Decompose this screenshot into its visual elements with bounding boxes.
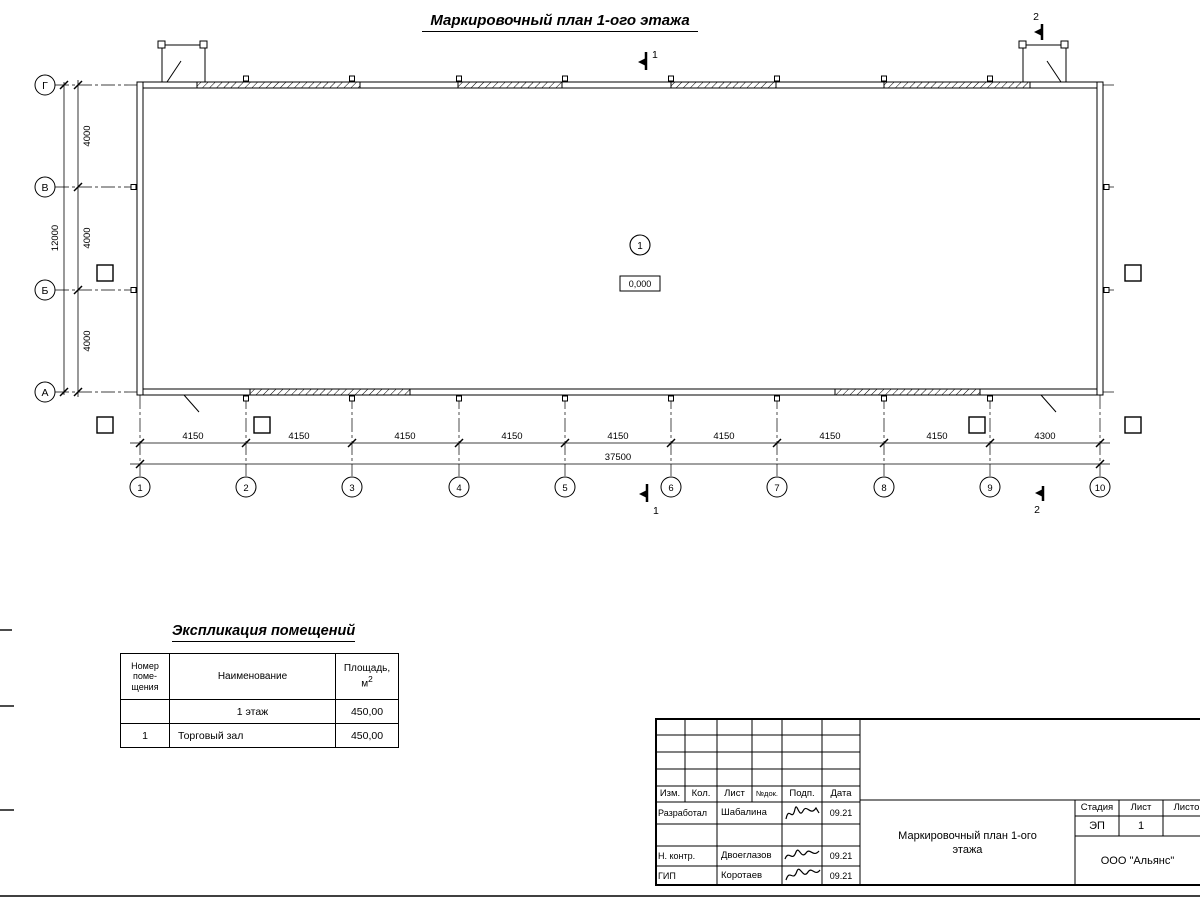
dim-label: 4150 <box>713 431 734 442</box>
stamp-sheet-value: 1 <box>1137 820 1145 832</box>
section-label: 2 <box>1034 504 1040 516</box>
stamp-doc-title: Маркировочный план 1-ого этажа <box>898 830 1037 856</box>
stamp-date: 09.21 <box>829 871 853 881</box>
sheet-frame-marks <box>0 629 1200 897</box>
stamp-role: Н. контр. <box>658 851 696 861</box>
room-area-cell: 450,00 <box>335 723 399 748</box>
axis-letter: В <box>41 182 48 194</box>
col-header-name: Наименование <box>169 653 336 700</box>
explication-title-wrap: Экспликация помещений <box>172 622 399 642</box>
dimensions-bottom: 4150 4150 4150 4150 4150 4150 4150 4150 … <box>130 431 1110 469</box>
section-mark-1-top: 1 <box>638 49 658 70</box>
stamp-sheet-label: Лист <box>1130 802 1152 813</box>
room-name-cell: Торговый зал <box>169 723 336 748</box>
elevation-value: 0,000 <box>629 279 652 289</box>
stamp-name: Двоеглазов <box>721 850 772 861</box>
axis-letter: Б <box>42 285 49 297</box>
entrance-canopies <box>157 40 1069 413</box>
axis-letter-bubbles: Г В Б А <box>34 74 56 403</box>
title-block: Изм. Кол. Лист №док. Подп. Дата Разработ… <box>655 718 1200 886</box>
stamp-stage-label: Стадия <box>1080 802 1114 813</box>
stamp-name: Коротаев <box>721 870 763 881</box>
dim-label: 4150 <box>607 431 628 442</box>
axis-number: 5 <box>562 483 567 494</box>
axis-number: 4 <box>456 483 461 494</box>
axis-number: 6 <box>668 483 673 494</box>
explication-block: Экспликация помещений Номер поме- щения … <box>120 622 399 748</box>
dimensions-left: 4000 4000 4000 12000 <box>50 80 93 397</box>
room-number-cell <box>120 699 170 724</box>
axis-letter: А <box>41 387 48 399</box>
section-label: 1 <box>653 505 659 517</box>
title-block-grid <box>655 718 1200 886</box>
stamp-header-ndok: №док. <box>756 789 778 798</box>
stamp-header-kol: Кол. <box>691 788 711 799</box>
dim-label: 4150 <box>288 431 309 442</box>
section-mark-2-top: 2 <box>1033 11 1044 40</box>
stamp-role: ГИП <box>658 871 676 881</box>
dim-label: 4150 <box>182 431 203 442</box>
table-row: 1 Торговый зал 450,00 <box>120 723 399 748</box>
stamp-date: 09.21 <box>829 851 853 861</box>
dim-total-label: 37500 <box>605 452 631 463</box>
dim-total-label: 12000 <box>50 225 61 251</box>
axis-number: 1 <box>137 483 142 494</box>
dim-label: 4000 <box>82 125 93 146</box>
section-mark-2-bottom: 2 <box>1034 486 1045 516</box>
room-number-cell: 1 <box>120 723 170 748</box>
drawing-title: Маркировочный план 1-ого этажа <box>422 12 698 32</box>
axis-number: 7 <box>774 483 779 494</box>
dim-label: 4150 <box>501 431 522 442</box>
axis-number: 10 <box>1095 483 1106 494</box>
room-area-cell: 450,00 <box>335 699 399 724</box>
room-name-cell: 1 этаж <box>169 699 336 724</box>
stamp-company: ООО "Альянс" <box>1100 855 1175 867</box>
building-walls <box>136 81 1104 396</box>
dim-label: 4150 <box>819 431 840 442</box>
table-row: 1 этаж 450,00 <box>120 699 399 724</box>
stamp-date: 09.21 <box>829 808 853 818</box>
dim-label: 4300 <box>1034 431 1055 442</box>
axis-letter: Г <box>42 80 48 92</box>
stamp-header-data: Дата <box>830 788 852 799</box>
section-label: 2 <box>1033 11 1039 23</box>
pilaster-squares <box>96 264 1142 434</box>
stamp-header-izm: Изм. <box>659 788 681 799</box>
axis-number: 9 <box>987 483 992 494</box>
dim-label: 4000 <box>82 227 93 248</box>
stamp-sheets-label: Листов <box>1173 802 1200 813</box>
section-label: 1 <box>652 49 658 61</box>
axis-number: 3 <box>349 483 354 494</box>
dim-label: 4150 <box>394 431 415 442</box>
axis-number: 2 <box>243 483 248 494</box>
dim-label: 4000 <box>82 330 93 351</box>
stamp-name: Шабалина <box>721 807 767 818</box>
section-mark-1-bottom: 1 <box>639 484 659 517</box>
stamp-stage-value: ЭП <box>1089 820 1105 832</box>
axis-number: 8 <box>881 483 886 494</box>
col-header-area: Площадь, м2 <box>335 653 399 700</box>
stamp-header-podp: Подп. <box>789 788 815 799</box>
grid-axis-lines <box>55 84 1114 476</box>
signature-3 <box>785 868 821 881</box>
room-marker-number: 1 <box>637 241 643 252</box>
explication-title: Экспликация помещений <box>172 623 356 642</box>
stamp-role: Разработал <box>658 808 707 818</box>
elevation-mark: 0,000 <box>619 275 661 292</box>
stamp-header-list: Лист <box>724 788 745 799</box>
signature-2 <box>784 849 820 860</box>
axis-number-bubbles: 1 2 3 4 5 6 7 8 9 10 <box>129 476 1111 498</box>
room-marker: 1 <box>629 234 651 256</box>
dim-label: 4150 <box>926 431 947 442</box>
col-header-room-number: Номер поме- щения <box>120 653 170 700</box>
signature-1 <box>785 806 820 820</box>
wall-column-marks <box>130 75 1110 402</box>
drawing-title-wrap: Маркировочный план 1-ого этажа <box>0 12 1120 32</box>
explication-table: Номер поме- щения Наименование Площадь, … <box>120 653 399 748</box>
